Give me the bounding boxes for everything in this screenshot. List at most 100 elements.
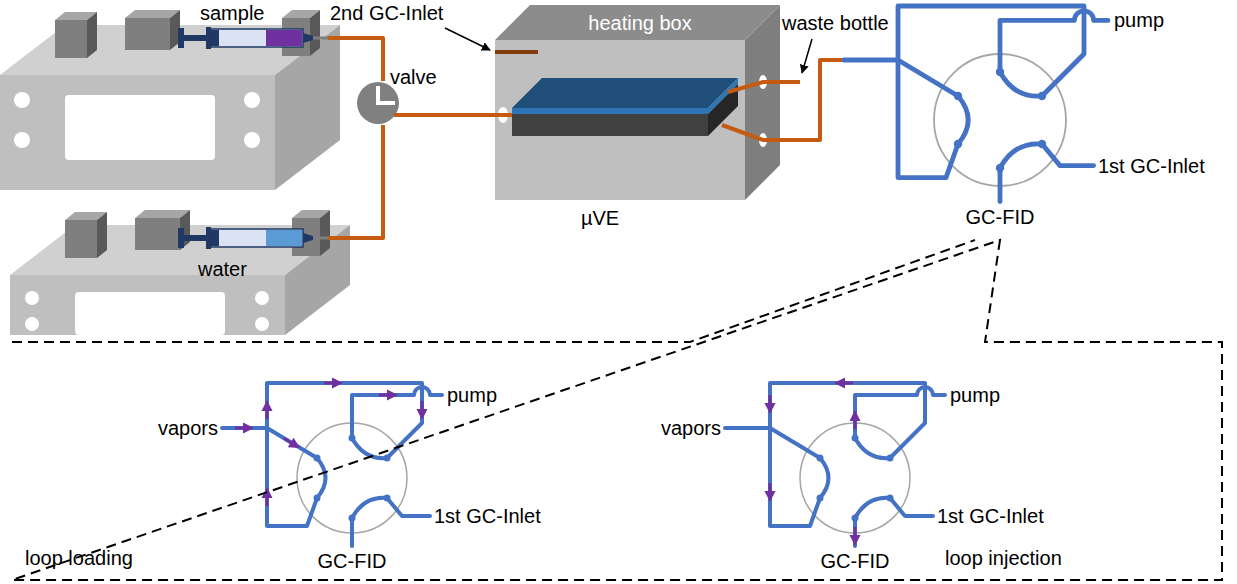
flow-arrow xyxy=(765,395,776,414)
tube-connector xyxy=(400,113,495,117)
part-label: vapors xyxy=(158,417,218,439)
tubing xyxy=(780,60,846,140)
part-label: 1st GC-Inlet xyxy=(1098,155,1205,177)
syringe-shape xyxy=(313,237,328,240)
syringe-shape xyxy=(211,229,303,247)
syringe-pump xyxy=(14,92,30,108)
syringe-pump xyxy=(14,132,30,148)
syringe-shape xyxy=(313,37,328,40)
switching-valve: valve xyxy=(356,81,400,125)
flow-arrow xyxy=(281,434,303,453)
heating-box-shape xyxy=(495,113,514,117)
heating-box: heating box xyxy=(495,5,780,200)
heating-box-shape xyxy=(728,82,780,92)
syringe-pump xyxy=(25,317,39,331)
heating-box-shape xyxy=(495,50,538,54)
part-label: pump xyxy=(1114,9,1164,31)
switching-valve-shape xyxy=(357,82,399,124)
syringe-pump xyxy=(0,75,275,190)
syringe-shape xyxy=(178,28,184,48)
syringe: sample xyxy=(178,0,328,50)
heating-box-shape xyxy=(512,114,708,136)
zoom-callout xyxy=(12,240,975,342)
flow-arrow xyxy=(765,483,776,502)
zoom-callout xyxy=(12,240,1222,580)
syringe-pump xyxy=(244,132,260,148)
part-label: GC-FID xyxy=(821,550,890,572)
six-port-valve xyxy=(844,6,1108,202)
flow-arrow xyxy=(324,378,343,389)
part-label: vapors xyxy=(661,417,721,439)
syringe: water xyxy=(178,222,328,282)
syringe-pump xyxy=(25,291,39,305)
pump-clamp xyxy=(310,10,320,56)
part-label: loop injection xyxy=(945,547,1062,569)
flow-arrow xyxy=(262,400,273,419)
tubing xyxy=(780,60,846,140)
part-label: waste bottle xyxy=(782,12,889,34)
six-port-valve xyxy=(222,383,442,546)
syringe-shape xyxy=(211,30,219,46)
pump-clamp xyxy=(135,218,180,250)
pump-clamp xyxy=(65,220,97,258)
part-label: GC-FID xyxy=(318,550,387,572)
part-label: 2nd GC-Inlet xyxy=(330,2,443,24)
heating-box-shape xyxy=(495,5,780,40)
syringe-shape xyxy=(303,233,313,243)
heating-box-shape xyxy=(495,5,780,200)
heating-box-shape xyxy=(745,5,780,200)
heating-box-shape xyxy=(512,78,738,108)
flow-arrow xyxy=(850,410,861,429)
tubing xyxy=(780,80,800,84)
zoom-callout xyxy=(12,240,1222,580)
syringe-pump xyxy=(244,92,260,108)
node-label: heating box xyxy=(588,12,691,34)
syringe-pump xyxy=(255,317,269,331)
syringe-pump xyxy=(10,275,285,335)
part-label: 1st GC-Inlet xyxy=(434,505,541,527)
switching-valve-shape xyxy=(378,86,395,103)
part-label: pump xyxy=(950,384,1000,406)
node-label: water xyxy=(198,258,247,280)
pump-clamp xyxy=(65,210,330,258)
syringe-shape xyxy=(266,230,302,246)
syringe-shape xyxy=(211,230,219,246)
heating-box-shape xyxy=(512,108,708,114)
heating-box-shape xyxy=(722,125,780,140)
flow-arrow xyxy=(850,527,861,546)
syringe-pump xyxy=(255,291,269,305)
syringe-pump xyxy=(75,292,225,335)
flow-arrow xyxy=(765,378,861,547)
pump-clamp xyxy=(87,12,97,58)
tube-connector xyxy=(328,38,383,81)
flow-arrow xyxy=(235,378,428,507)
tube-connector xyxy=(328,125,383,238)
heating-box-shape xyxy=(495,40,745,200)
pump-clamp xyxy=(55,20,87,58)
six-port-valve xyxy=(725,383,945,546)
switching-valve-shape xyxy=(394,113,400,117)
syringe-shape xyxy=(178,228,184,248)
pump-clamp xyxy=(125,18,170,50)
flow-arrow xyxy=(417,401,428,420)
flow-arrow xyxy=(262,487,273,506)
syringe-shape xyxy=(266,30,302,46)
flow-arrow xyxy=(235,423,254,434)
pump-clamp xyxy=(320,210,330,256)
flow-arrow xyxy=(379,390,398,401)
syringe-shape xyxy=(303,33,313,43)
node-label: valve xyxy=(390,66,437,88)
pump-clamp xyxy=(55,10,320,58)
syringe-shape xyxy=(211,29,303,47)
syringe-pump xyxy=(10,225,350,335)
pump-clamp xyxy=(97,212,107,258)
part-label: 1st GC-Inlet xyxy=(937,505,1044,527)
part-label: pump xyxy=(447,384,497,406)
syringe-pump xyxy=(65,95,215,160)
part-label: loop loading xyxy=(25,547,133,569)
leader-arrow xyxy=(445,28,490,50)
leader-arrow xyxy=(802,39,812,73)
node-label: sample xyxy=(200,2,264,24)
